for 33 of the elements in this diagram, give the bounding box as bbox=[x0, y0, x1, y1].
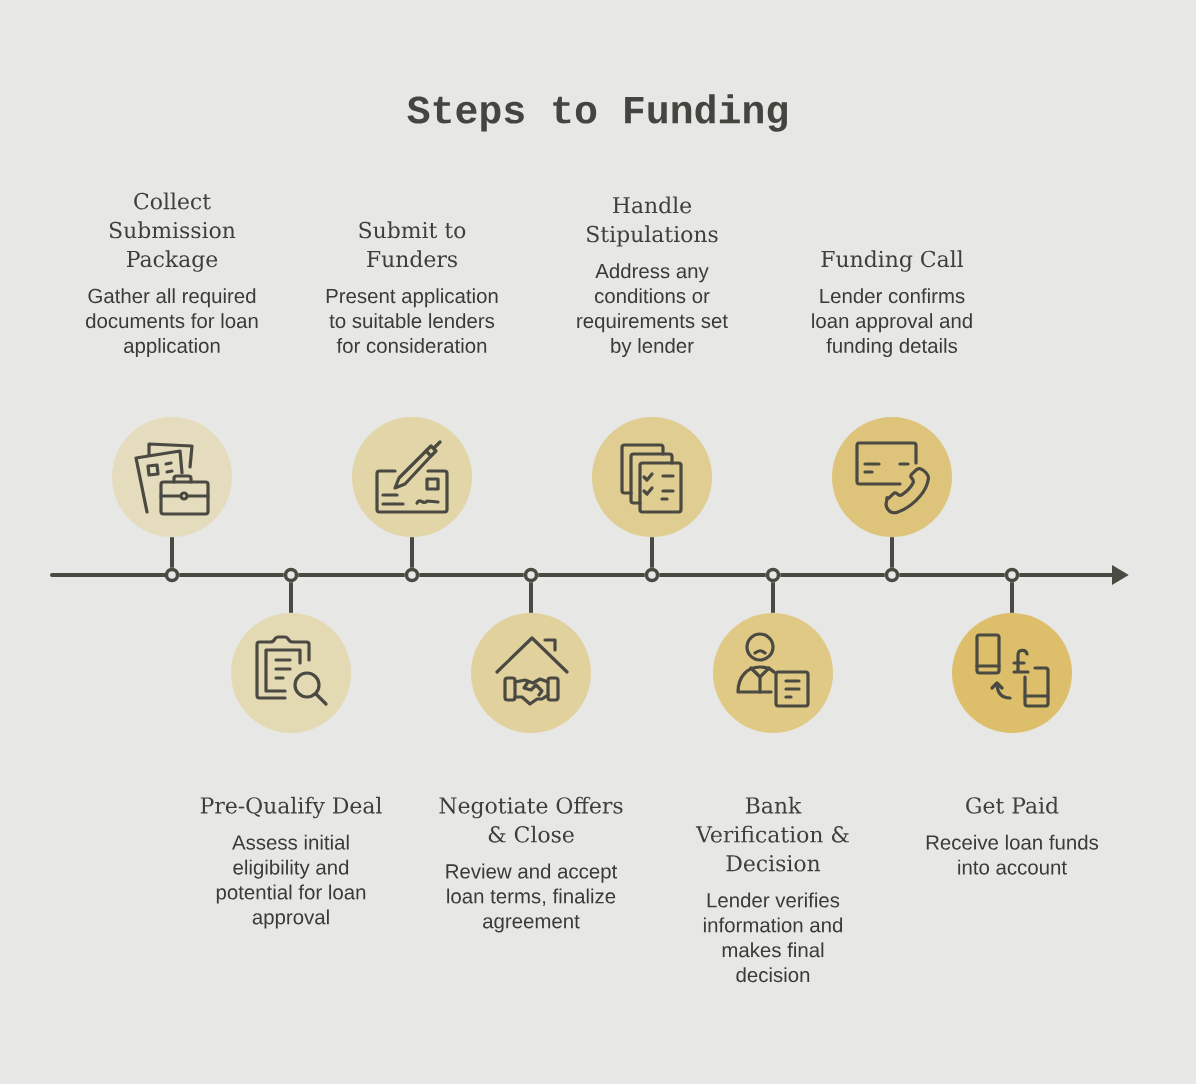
connector-line bbox=[289, 582, 293, 613]
connector-line bbox=[529, 582, 533, 613]
step-title: Pre-Qualify Deal bbox=[200, 796, 382, 819]
step-title: Funding Call bbox=[821, 250, 964, 272]
timeline-line bbox=[780, 573, 885, 577]
step-description: Lender confirms loan approval and funding details bbox=[812, 288, 972, 358]
step-description: Assess initial eligibility and potential for loan approval bbox=[216, 834, 366, 929]
step-title: Handle Stipulations bbox=[587, 196, 718, 247]
diagram-title: Steps to Funding bbox=[407, 94, 787, 132]
timeline-line bbox=[50, 573, 167, 577]
connector-line bbox=[650, 537, 654, 568]
step-description: Review and accept loan terms, finalize agreement bbox=[446, 863, 618, 933]
step-description: Present application to suitable lenders for consideration bbox=[326, 288, 498, 354]
timeline-line bbox=[179, 573, 284, 577]
timeline-line bbox=[659, 573, 766, 577]
connector-line bbox=[410, 537, 414, 568]
connector-line bbox=[890, 537, 894, 568]
connector-line bbox=[771, 582, 775, 613]
timeline-line bbox=[419, 573, 524, 577]
step-title: Negotiate Offers & Close bbox=[439, 796, 623, 843]
step-description: Gather all required documents for loan application bbox=[86, 288, 258, 358]
step-title: Get Paid bbox=[966, 796, 1059, 814]
timeline-line bbox=[538, 573, 645, 577]
connector-line bbox=[170, 537, 174, 568]
timeline-line bbox=[899, 573, 1005, 577]
step-title: Collect Submission Package bbox=[109, 192, 236, 272]
connector-line bbox=[1010, 582, 1014, 613]
step-description: Receive loan funds into account bbox=[926, 834, 1099, 875]
step-description: Address any conditions or requirements set by lender bbox=[577, 263, 728, 358]
step-title: Submit to Funders bbox=[359, 221, 466, 268]
step-description: Lender verifies information and makes final decision bbox=[703, 892, 843, 983]
timeline-line bbox=[298, 573, 405, 577]
step-title: Bank Verification & Decision bbox=[695, 796, 849, 872]
